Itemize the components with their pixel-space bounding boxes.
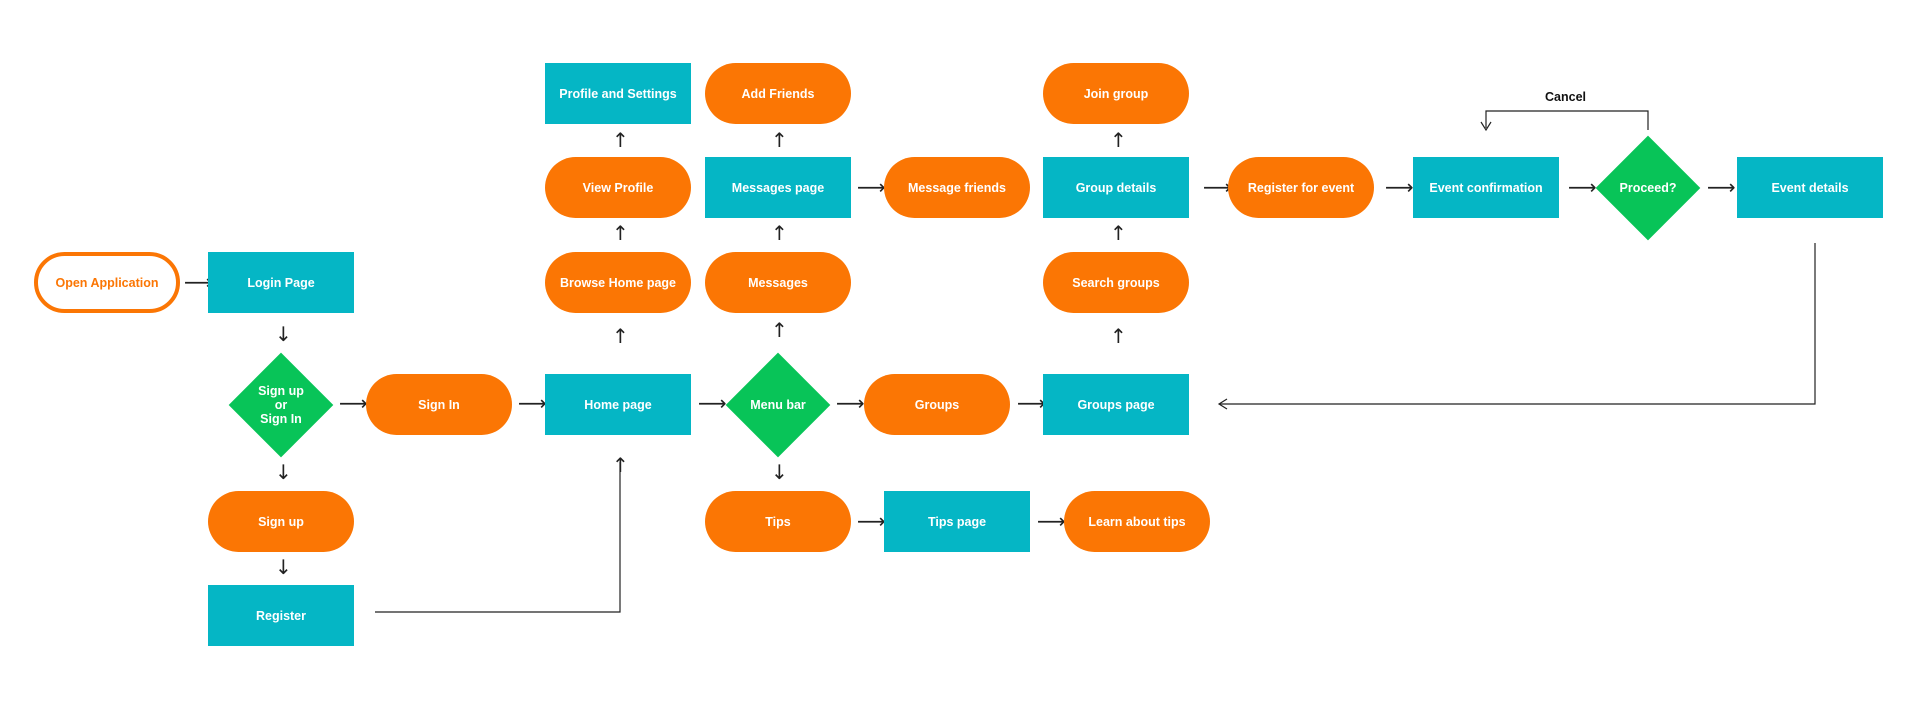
up-arrow: ↑ [1110,128,1127,152]
up-arrow: ↑ [1110,221,1127,245]
right-arrow: ⟶ [1017,391,1046,415]
learn-about-tips-node: Learn about tips [1064,491,1210,552]
decision-label: Sign up or Sign In [229,353,333,457]
message-friends-node: Message friends [884,157,1030,218]
down-arrow: ↓ [275,460,292,484]
decision-label: Menu bar [726,353,830,457]
proceed-label: Proceed? [1619,181,1677,195]
open-application-node: Open Application [34,252,180,313]
cancel-loop-connector [1485,110,1649,130]
decision-label-line-2: or [274,398,288,412]
login-page-node: Login Page [208,252,354,313]
up-arrow: ↑ [771,221,788,245]
right-arrow: ⟶ [1385,175,1414,199]
cancel-edge-label: Cancel [1545,90,1586,104]
add-friends-node: Add Friends [705,63,851,124]
browse-home-page-node: Browse Home page [545,252,691,313]
view-profile-node: View Profile [545,157,691,218]
up-arrow: ↑ [1110,324,1127,348]
up-arrow: ↑ [612,324,629,348]
right-arrow: ⟶ [698,391,727,415]
up-arrow: ↑ [771,318,788,342]
tips-page-node: Tips page [884,491,1030,552]
right-arrow: ⟶ [518,391,547,415]
event-confirmation-node: Event confirmation [1413,157,1559,218]
group-details-node: Group details [1043,157,1189,218]
search-groups-node: Search groups [1043,252,1189,313]
decision-label: Proceed? [1596,136,1700,240]
register-node: Register [208,585,354,646]
cancel-arrowhead [1480,121,1492,132]
groups-page-arrowhead [1217,398,1228,410]
proceed-decision: Proceed? [1595,135,1701,241]
event-details-node: Event details [1737,157,1883,218]
right-arrow: ⟶ [857,175,886,199]
sign-up-node: Sign up [208,491,354,552]
join-group-node: Join group [1043,63,1189,124]
profile-and-settings-node: Profile and Settings [545,63,691,124]
right-arrow: ⟶ [1707,175,1736,199]
menu-bar-label: Menu bar [750,398,806,412]
right-arrow: ⟶ [1203,175,1232,199]
register-for-event-node: Register for event [1228,157,1374,218]
up-arrow-from-register: ↑ [612,453,629,477]
decision-label-line-3: Sign In [260,412,302,426]
groups-node: Groups [864,374,1010,435]
home-page-node: Home page [545,374,691,435]
signup-or-signin-decision: Sign up or Sign In [228,352,334,458]
messages-page-node: Messages page [705,157,851,218]
messages-node: Messages [705,252,851,313]
down-arrow: ↓ [275,555,292,579]
down-arrow: ↓ [771,460,788,484]
right-arrow: ⟶ [836,391,865,415]
right-arrow: ⟶ [857,509,886,533]
right-arrow: ⟶ [1568,175,1597,199]
up-arrow: ↑ [771,128,788,152]
sign-in-node: Sign In [366,374,512,435]
tips-node: Tips [705,491,851,552]
up-arrow: ↑ [612,221,629,245]
right-arrow: ⟶ [339,391,368,415]
up-arrow: ↑ [612,128,629,152]
groups-page-node: Groups page [1043,374,1189,435]
down-arrow: ↓ [275,322,292,346]
right-arrow: ⟶ [184,270,213,294]
event-details-to-groups-connector [1220,243,1816,405]
register-to-home-connector [375,462,621,613]
decision-label-line-1: Sign up [258,384,304,398]
right-arrow: ⟶ [1037,509,1066,533]
menu-bar-decision: Menu bar [725,352,831,458]
